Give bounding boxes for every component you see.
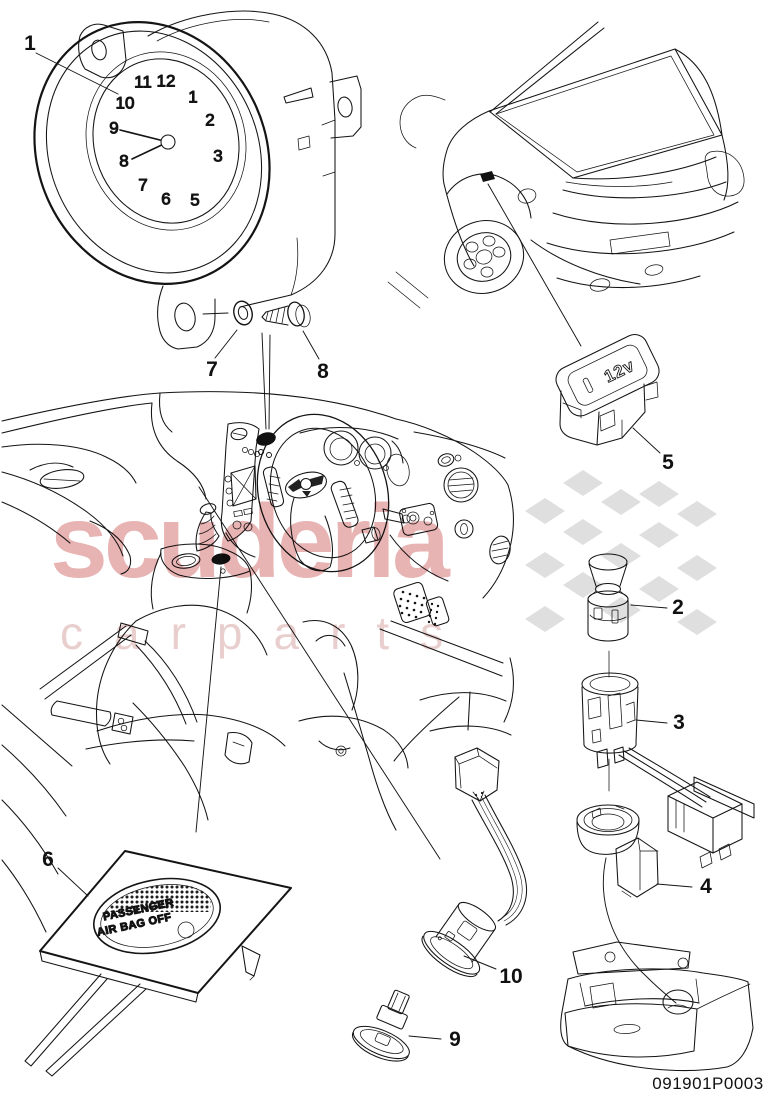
clock-numeral: 1 <box>188 88 197 107</box>
callout-5: 5 <box>662 451 674 474</box>
rear-wheel <box>443 220 525 294</box>
dash-vent <box>230 427 248 441</box>
callout-3: 3 <box>673 711 685 734</box>
leader-car-marker <box>487 183 582 347</box>
clock-numeral: 9 <box>109 119 118 138</box>
passenger-seat <box>96 620 137 765</box>
clock-minute-hand <box>119 129 169 143</box>
lamp-housing <box>615 837 659 898</box>
cigarette-lighter-plug <box>587 553 629 642</box>
leader-clock-location <box>261 332 271 430</box>
callout-10: 10 <box>499 965 522 988</box>
leader-9 <box>408 1035 442 1040</box>
indicator-lens <box>93 877 221 955</box>
clock-bezel <box>33 20 271 286</box>
clock-numerals: 12 1 2 3 5 6 7 8 9 10 11 <box>109 71 224 210</box>
center-stack <box>220 422 260 542</box>
callout-1: 1 <box>24 32 36 55</box>
door-handle <box>39 469 85 489</box>
socket-mount-hole <box>662 989 694 1015</box>
leader-8 <box>302 330 320 360</box>
driver-seat <box>302 620 359 711</box>
leader-ring-to-ashtray <box>602 857 677 1004</box>
gauge-dial <box>323 430 359 466</box>
clock-numeral: 7 <box>138 176 147 195</box>
clock-numeral: 6 <box>161 190 170 209</box>
ribbon-cable <box>471 799 514 922</box>
part-number: 091901P0003 <box>652 1074 763 1093</box>
checkered-flag-icon <box>525 470 717 635</box>
clock-numeral: 11 <box>134 73 152 92</box>
mounting-washer <box>233 300 253 326</box>
bentley-wings-icon <box>288 475 324 497</box>
callout-labels: 1 7 8 5 2 3 4 10 9 6 <box>24 32 712 1051</box>
location-marker-console <box>211 553 231 565</box>
mounting-screw <box>261 301 311 328</box>
callout-9: 9 <box>449 1028 461 1051</box>
power-socket-cover-12v: 12v <box>555 334 660 446</box>
callout-2: 2 <box>672 596 684 619</box>
watermark-sub: carparts <box>60 607 474 659</box>
callout-6: 6 <box>42 848 54 871</box>
callout-4: 4 <box>700 875 712 898</box>
socket-housing-rear <box>421 747 528 978</box>
center-console <box>160 543 251 579</box>
blanking-plug <box>351 989 410 1062</box>
clock-numeral: 2 <box>205 111 214 130</box>
leader-7 <box>214 329 238 359</box>
watermark-brand: scuderia <box>50 484 451 600</box>
leader-10 <box>463 955 497 970</box>
clock-assembly: 12 1 2 3 5 6 7 8 9 10 11 <box>33 10 362 350</box>
leader-5 <box>632 427 661 454</box>
bottom-bracket <box>157 285 216 350</box>
clock-housing <box>147 10 336 308</box>
clock-numeral: 12 <box>157 72 176 91</box>
round-air-vent <box>443 467 479 503</box>
indicator-pin <box>24 973 108 1067</box>
wiring-harness-connector <box>618 747 755 869</box>
indicator-pin <box>45 983 147 1077</box>
leader-3 <box>635 719 668 724</box>
rear-console-ashtray <box>560 941 754 1071</box>
location-marker-dash <box>256 432 276 446</box>
accelerator-pedal <box>393 581 432 623</box>
clock-face <box>92 58 240 224</box>
exhaust-tip <box>589 278 611 292</box>
socket-12v-label: 12v <box>601 356 638 387</box>
clock-numeral: 3 <box>213 147 222 166</box>
leader-4 <box>656 883 693 888</box>
ignition-keyhole <box>454 519 474 539</box>
leader-console-location <box>195 566 222 833</box>
steering-wheel-rim <box>256 413 390 573</box>
illumination-ring-lamp <box>576 804 659 898</box>
tail-light <box>704 150 745 197</box>
leader-6 <box>57 867 89 897</box>
mounting-tab <box>78 23 127 79</box>
leader-lines <box>35 52 693 1040</box>
clock-numeral: 5 <box>190 191 199 210</box>
callout-7: 7 <box>206 358 218 381</box>
clock-numeral: 10 <box>116 94 135 113</box>
pedal-grip-dots <box>398 590 440 626</box>
rear-window <box>488 48 723 179</box>
interior-cabin-view <box>1 391 514 933</box>
gear-shifter-boot <box>195 511 220 552</box>
location-marker <box>480 171 495 182</box>
lighter-socket-housing <box>581 672 639 769</box>
clock-hub <box>160 134 176 150</box>
callout-8: 8 <box>317 360 329 383</box>
airbag-off-indicator: PASSENGER AIR BAG OFF <box>24 850 292 1077</box>
leader-washer <box>202 312 229 315</box>
leader-1 <box>35 52 119 95</box>
gauge-dial <box>358 436 392 470</box>
leader-2 <box>630 604 668 609</box>
exhaust-tip <box>644 264 664 276</box>
brake-pedal <box>425 596 450 627</box>
clock-numeral: 8 <box>119 152 128 171</box>
leader-dash-to-socket <box>198 486 441 860</box>
side-bracket <box>329 75 362 139</box>
seat-belt <box>39 625 132 700</box>
car-rear-view <box>387 21 745 309</box>
